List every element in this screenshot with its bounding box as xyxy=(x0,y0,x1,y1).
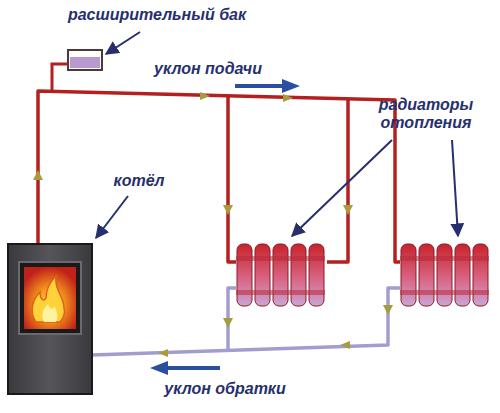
label-box: уклон обратки xyxy=(150,380,300,398)
radiator xyxy=(236,244,325,306)
callout-label: радиаторы отопления xyxy=(362,96,490,133)
expansion-tank xyxy=(68,50,102,70)
radiator-collector xyxy=(236,256,325,261)
leader-arrows xyxy=(96,32,458,238)
slope-arrow xyxy=(235,79,300,93)
label-box: уклон подачи xyxy=(138,60,278,78)
radiator-fin xyxy=(255,244,270,306)
radiator-fin xyxy=(401,244,416,306)
supply-pipes xyxy=(38,91,400,262)
tank-pipe xyxy=(52,64,68,91)
radiator-collector xyxy=(236,290,325,295)
boiler xyxy=(8,244,92,394)
radiator-fin xyxy=(419,244,434,306)
radiator-collector xyxy=(400,256,489,261)
radiator-fin xyxy=(273,244,288,306)
label-box: расширительный бак xyxy=(62,6,252,24)
radiator-fin xyxy=(455,244,470,306)
callout-label: уклон подачи xyxy=(138,60,278,78)
radiator-fin xyxy=(437,244,452,306)
label-box: радиаторы отопления xyxy=(362,96,490,133)
radiator-fin xyxy=(309,244,324,306)
label-box: котёл xyxy=(104,172,174,190)
radiator xyxy=(400,244,489,306)
radiator-collector xyxy=(400,290,489,295)
callout-label: уклон обратки xyxy=(150,380,300,398)
radiator-fin xyxy=(291,244,306,306)
radiator-fin xyxy=(473,244,488,306)
slope-arrow xyxy=(150,361,220,375)
callout-label: котёл xyxy=(104,172,174,190)
callout-label: расширительный бак xyxy=(62,6,252,24)
radiator-fin xyxy=(237,244,252,306)
